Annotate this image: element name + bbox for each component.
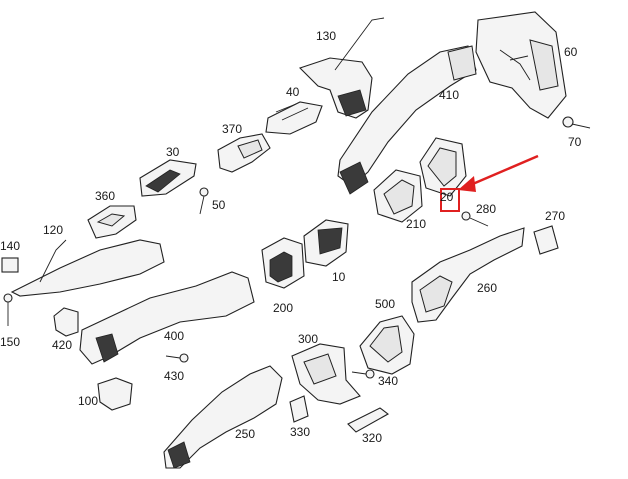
label-400[interactable]: 400: [164, 329, 185, 343]
label-60[interactable]: 60: [564, 45, 578, 59]
part-10-shape[interactable]: [303, 219, 349, 267]
part-400-shape[interactable]: [79, 271, 255, 365]
part-410-shape[interactable]: [337, 45, 477, 195]
part-300-shape[interactable]: [291, 343, 361, 405]
label-370[interactable]: 370: [222, 122, 243, 136]
label-40[interactable]: 40: [286, 85, 300, 99]
label-130[interactable]: 130: [316, 29, 337, 43]
part-30-shape[interactable]: [139, 159, 197, 197]
label-120[interactable]: 120: [43, 223, 64, 237]
label-280[interactable]: 280: [476, 202, 497, 216]
label-10[interactable]: 10: [332, 270, 346, 284]
label-500[interactable]: 500: [375, 297, 396, 311]
part-100-shape[interactable]: [97, 377, 133, 411]
part-40-shape[interactable]: [265, 101, 323, 135]
label-140[interactable]: 140: [0, 239, 21, 253]
label-210[interactable]: 210: [406, 217, 427, 231]
label-320[interactable]: 320: [362, 431, 383, 445]
label-270[interactable]: 270: [545, 209, 566, 223]
part-280-shape[interactable]: [461, 211, 489, 227]
highlight-box-20[interactable]: [440, 188, 460, 212]
part-340-shape[interactable]: [351, 369, 375, 379]
label-360[interactable]: 360: [95, 189, 116, 203]
label-420[interactable]: 420: [52, 338, 73, 352]
label-340[interactable]: 340: [378, 374, 399, 388]
label-250[interactable]: 250: [235, 427, 256, 441]
part-70-shape[interactable]: [562, 116, 591, 129]
label-150[interactable]: 150: [0, 335, 21, 349]
label-430[interactable]: 430: [164, 369, 185, 383]
label-300[interactable]: 300: [298, 332, 319, 346]
part-120-shape[interactable]: [10, 239, 165, 297]
part-60-shape[interactable]: [475, 11, 567, 119]
label-50[interactable]: 50: [212, 198, 226, 212]
label-260[interactable]: 260: [477, 281, 498, 295]
part-270-shape[interactable]: [533, 225, 559, 255]
part-330-shape[interactable]: [289, 395, 309, 423]
label-100[interactable]: 100: [78, 394, 99, 408]
part-360-shape[interactable]: [87, 205, 137, 239]
part-20-shape[interactable]: [419, 137, 467, 197]
label-70[interactable]: 70: [568, 135, 582, 149]
part-210-shape[interactable]: [373, 169, 423, 223]
label-330[interactable]: 330: [290, 425, 311, 439]
part-150-shape[interactable]: [3, 293, 13, 326]
part-50-shape[interactable]: [199, 187, 209, 215]
part-500-shape[interactable]: [359, 315, 415, 375]
label-20[interactable]: 20: [440, 190, 454, 204]
part-260-shape[interactable]: [411, 227, 525, 323]
part-320-shape[interactable]: [347, 407, 390, 433]
part-250-shape[interactable]: [163, 365, 283, 469]
label-200[interactable]: 200: [273, 301, 294, 315]
part-430-shape[interactable]: [165, 353, 189, 363]
arrow-icon: [458, 154, 539, 192]
part-130-shape[interactable]: [298, 17, 385, 119]
part-200-shape[interactable]: [261, 237, 305, 289]
label-410[interactable]: 410: [439, 88, 460, 102]
label-30[interactable]: 30: [166, 145, 180, 159]
part-420-shape[interactable]: [53, 307, 79, 337]
part-370-shape[interactable]: [217, 133, 271, 173]
part-140-shape[interactable]: [1, 257, 19, 273]
